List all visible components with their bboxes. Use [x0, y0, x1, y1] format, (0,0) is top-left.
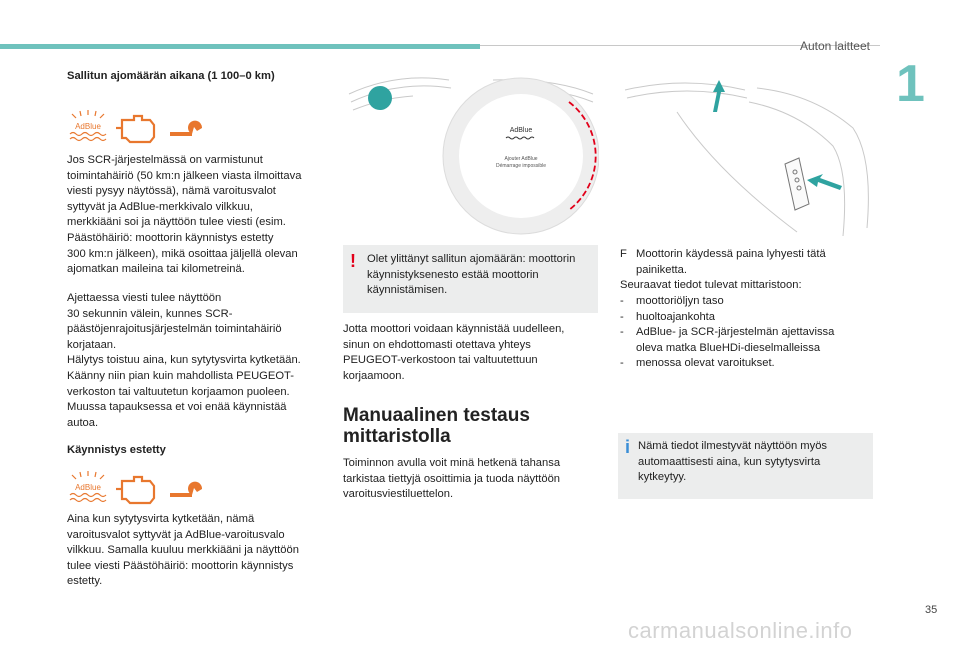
- page-number: 35: [925, 604, 938, 616]
- adblue-icon: [69, 471, 107, 503]
- warning-box: ! Olet ylittänyt sallitun ajomäärän: moo…: [343, 245, 598, 313]
- step-marker-icon: F: [620, 248, 627, 260]
- header-accent-bar: [0, 44, 480, 49]
- paragraph-restart: Jotta moottori voidaan käynnistää uudell…: [343, 323, 565, 382]
- paragraph-info-intro: Seuraavat tiedot tulevat mittaristoon:: [620, 279, 802, 291]
- watermark: carmanualsonline.info: [628, 618, 853, 643]
- paragraph-manual-test: Toiminnon avulla voit minä hetkenä tahan…: [343, 457, 561, 501]
- screen-message-line2: Démarrage impossible: [496, 163, 546, 169]
- chapter-number: 1: [896, 55, 925, 113]
- heading-allowed-range: Sallitun ajomäärän aikana (1 100–0 km): [67, 70, 275, 82]
- warning-exclamation-icon: !: [350, 251, 356, 271]
- display-screen: [459, 94, 583, 218]
- warning-text: Olet ylittänyt sallitun ajomäärän: moott…: [367, 253, 576, 297]
- engine-warning-icon: [116, 475, 156, 505]
- arrow-left-icon: [807, 174, 842, 190]
- dashboard-outline: [624, 82, 869, 237]
- wrench-icon: [170, 120, 203, 136]
- arrow-up-icon: [713, 80, 725, 112]
- warning-icons-row-1: AdBlue: [69, 110, 203, 144]
- stalk-button-panel: [784, 157, 810, 211]
- heading-start-prevented: Käynnistys estetty: [67, 444, 166, 456]
- info-icon: i: [625, 437, 631, 457]
- adblue-screen-label: AdBlue: [510, 127, 533, 134]
- list-item: -AdBlue- ja SCR-järjestelmän ajettavissa…: [620, 326, 835, 354]
- step-press-button: F Moottorin käydessä paina lyhyesti tätä…: [620, 248, 826, 276]
- adblue-icon-label: AdBlue: [75, 483, 101, 492]
- screen-message-line1: Ajouter AdBlue: [504, 156, 537, 162]
- adblue-icon: [69, 110, 107, 142]
- adblue-icon-label: AdBlue: [75, 122, 101, 131]
- engine-warning-icon: [116, 114, 156, 144]
- steering-wheel-figure: [624, 80, 869, 237]
- list-item: -moottoriöljyn taso: [620, 295, 724, 307]
- list-item: -huoltoajankohta: [620, 310, 716, 323]
- warning-icons-row-2: AdBlue: [69, 471, 203, 505]
- info-list: -moottoriöljyn taso -huoltoajankohta -Ad…: [620, 294, 880, 372]
- section-title: Auton laitteet: [799, 39, 870, 53]
- adblue-screen-icon: [505, 136, 535, 140]
- instrument-panel-figure: AdBlue Ajouter AdBlue Démarrage impossib…: [348, 77, 599, 235]
- wrench-icon: [170, 481, 203, 497]
- header-rule: [480, 45, 880, 46]
- dashboard-button: [368, 86, 392, 110]
- red-gauge-arc: [568, 101, 597, 211]
- list-item: -menossa olevat varoitukset.: [620, 357, 775, 370]
